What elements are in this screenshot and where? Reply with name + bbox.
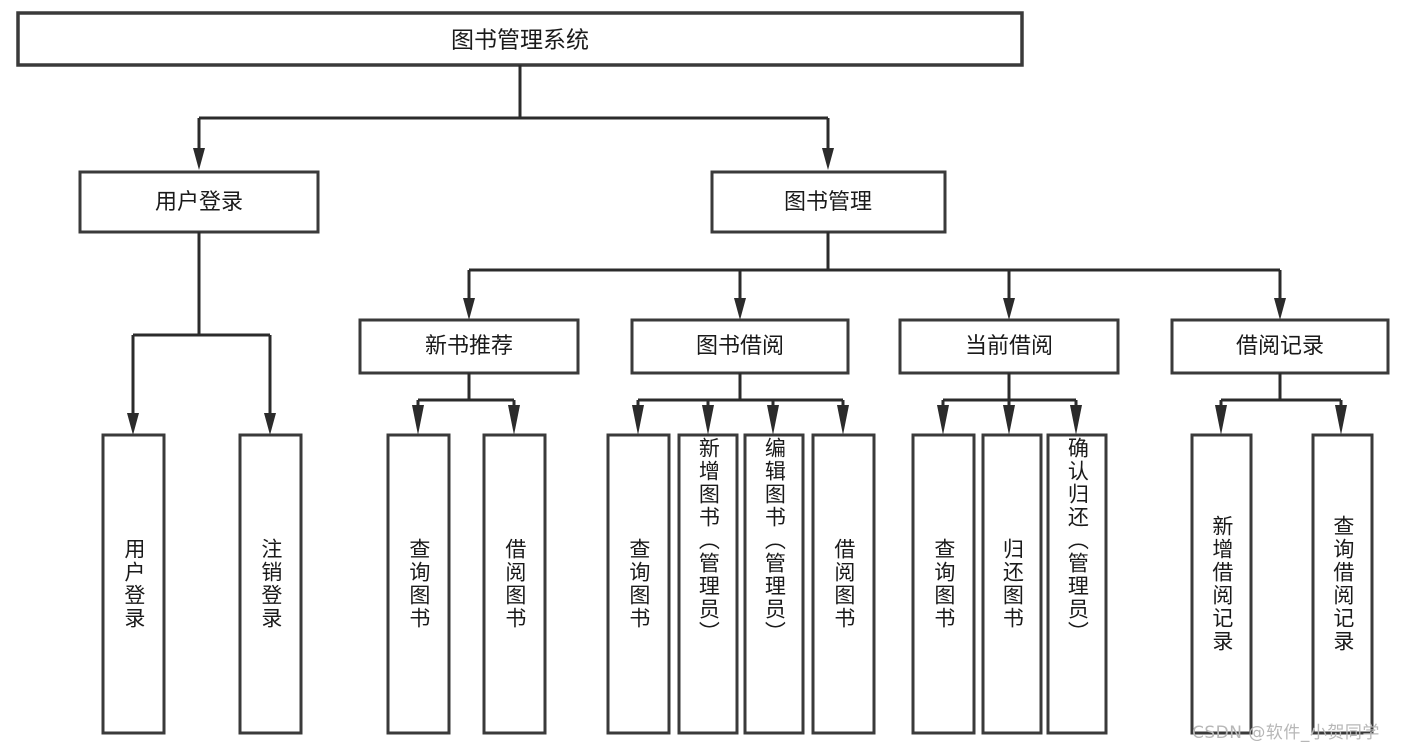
arrow-head-book-manage (822, 148, 834, 170)
leaf-box-book-borrow-1[interactable] (677, 433, 739, 735)
leaf-box-current-borrow-2[interactable] (1046, 433, 1108, 735)
leaf-box-book-borrow-2[interactable] (743, 433, 805, 735)
arrow-head-new-book-leaf-0 (412, 405, 424, 435)
leaf-box-book-borrow-3[interactable] (811, 433, 876, 735)
arrow-head-book-borrow-leaf-0 (632, 405, 644, 435)
leaf-box-current-borrow-0[interactable] (911, 433, 976, 735)
arrow-head-book-borrow (734, 298, 746, 320)
arrow-head-book-borrow-leaf-3 (837, 405, 849, 435)
arrow-head-borrow-record-leaf-0 (1215, 405, 1227, 435)
node-root-label: 图书管理系统 (451, 28, 589, 54)
arrow-head-new-book-leaf-1 (508, 405, 520, 435)
node-book-borrow-label: 图书借阅 (696, 334, 784, 359)
arrow-head-user-login-leaf-0 (127, 413, 139, 435)
node-root-box[interactable] (16, 11, 1024, 67)
node-new-book-box[interactable] (358, 318, 580, 375)
arrow-head-current-borrow (1003, 298, 1015, 320)
node-user-login-label: 用户登录 (155, 190, 243, 215)
arrow-head-borrow-record-leaf-1 (1335, 405, 1347, 435)
leaf-box-book-borrow-0[interactable] (606, 433, 671, 735)
node-new-book-label: 新书推荐 (425, 334, 513, 359)
arrow-head-current-borrow-leaf-0 (937, 405, 949, 435)
arrow-head-user-login (193, 148, 205, 170)
leaf-box-borrow-record-1[interactable] (1311, 433, 1374, 735)
node-borrow-record-label: 借阅记录 (1236, 334, 1324, 359)
leaf-box-new-book-1[interactable] (482, 433, 547, 735)
leaf-box-new-book-0[interactable] (386, 433, 451, 735)
leaf-box-current-borrow-1[interactable] (981, 433, 1043, 735)
arrow-head-user-login-leaf-1 (264, 413, 276, 435)
leaf-box-user-login-1[interactable] (238, 433, 303, 735)
arrow-head-book-borrow-leaf-1 (702, 405, 714, 435)
node-book-borrow-box[interactable] (630, 318, 850, 375)
arrow-head-current-borrow-leaf-2 (1070, 405, 1082, 435)
arrow-head-current-borrow-leaf-1 (1003, 405, 1015, 435)
node-current-borrow-label: 当前借阅 (965, 334, 1053, 359)
node-book-manage-box[interactable] (710, 170, 947, 234)
leaf-box-borrow-record-0[interactable] (1190, 433, 1253, 735)
csdn-watermark: CSDN @软件_小贺同学 (1192, 723, 1380, 743)
arrow-head-new-book (463, 298, 475, 320)
node-current-borrow-box[interactable] (898, 318, 1120, 375)
leaf-box-user-login-0[interactable] (101, 433, 166, 735)
arrow-head-book-borrow-leaf-2 (767, 405, 779, 435)
arrow-head-borrow-record (1274, 298, 1286, 320)
node-book-manage-label: 图书管理 (784, 190, 872, 215)
node-borrow-record-box[interactable] (1170, 318, 1390, 375)
